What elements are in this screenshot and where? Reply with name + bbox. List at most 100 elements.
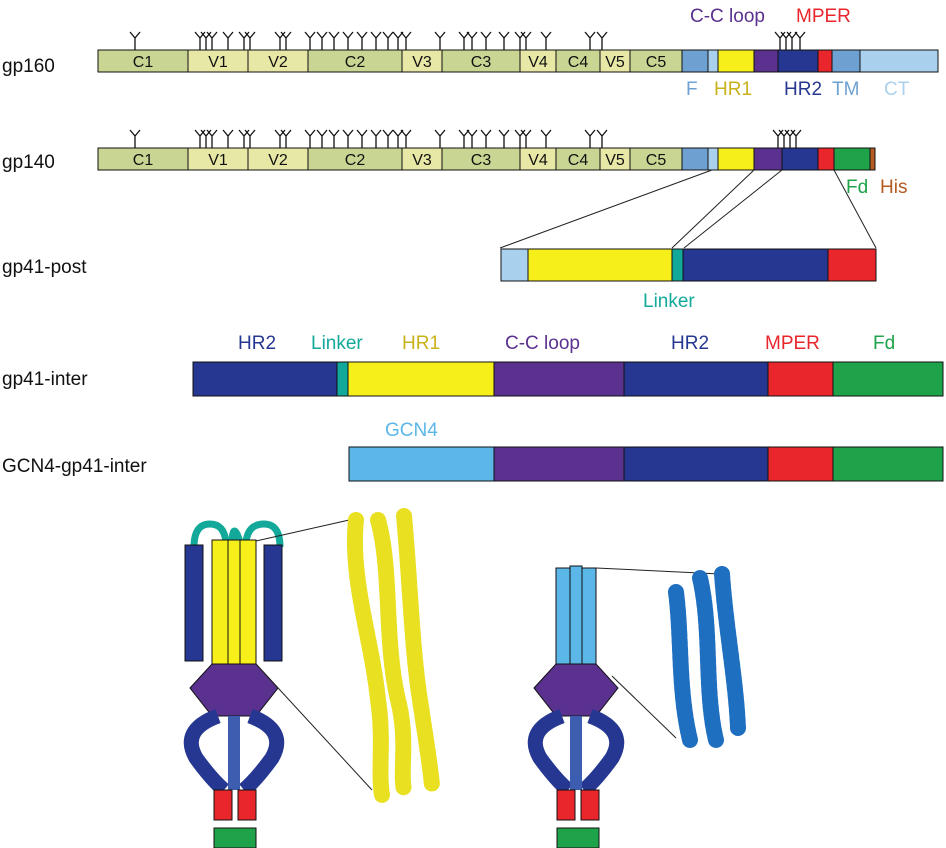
schematic-gcn4-gp41-inter bbox=[527, 565, 625, 848]
gp160-env-segments bbox=[97, 49, 683, 73]
inter-label-hr2-b: HR2 bbox=[671, 333, 709, 354]
glycan-marker bbox=[596, 129, 608, 148]
inter-seg-HR2-a bbox=[192, 361, 338, 397]
gp160-label-f: F bbox=[686, 79, 698, 100]
inter-seg-MPER bbox=[767, 361, 834, 397]
gp140-seg-CC bbox=[753, 147, 783, 171]
glycan-marker bbox=[328, 129, 340, 148]
post-seg-HR2 bbox=[682, 248, 829, 282]
glycan-marker bbox=[238, 129, 250, 148]
gp140-seg-HR2 bbox=[781, 147, 819, 171]
post-seg-linker bbox=[671, 248, 684, 282]
schematic1-hr2-right bbox=[263, 544, 283, 662]
glycan-marker bbox=[200, 31, 212, 50]
gp160-domain-label-6: V4 bbox=[528, 54, 548, 71]
gp160-domain-label-5: C3 bbox=[471, 54, 492, 71]
glycan-marker bbox=[342, 129, 354, 148]
inter-seg-Fd bbox=[832, 361, 944, 397]
gp140-label-his: His bbox=[880, 177, 907, 198]
schematic2-mper-right bbox=[580, 789, 600, 821]
schematic1-hr2-arm-left bbox=[183, 708, 229, 796]
gcn4-seg-Fd bbox=[832, 446, 944, 482]
post-label-linker: Linker bbox=[643, 291, 695, 312]
schematic2-gcn4-a bbox=[555, 567, 571, 665]
glycan-marker bbox=[400, 31, 412, 50]
schematic2-hr2-arm-left bbox=[527, 708, 573, 796]
gp140-seg-MPER bbox=[817, 147, 835, 171]
gp160-seg-F bbox=[681, 49, 709, 73]
glycan-marker bbox=[466, 31, 478, 50]
glycan-marker bbox=[356, 129, 368, 148]
gp160-seg-HR2 bbox=[777, 49, 819, 73]
gp160-seg-MPER bbox=[817, 49, 833, 73]
schematic1-linker-loop-mid bbox=[228, 527, 244, 544]
row-label-gp41-inter: gp41-inter bbox=[2, 369, 88, 390]
glycan-marker bbox=[382, 129, 394, 148]
gp140-label-fd: Fd bbox=[846, 177, 868, 198]
zoom-lines-helix-yellow bbox=[255, 517, 373, 791]
inter-seg-HR2-b bbox=[623, 361, 769, 397]
glycan-marker bbox=[200, 129, 212, 148]
glycan-marker bbox=[772, 129, 784, 148]
glycan-marker bbox=[480, 129, 492, 148]
gp140-domain-label-1: V1 bbox=[208, 152, 228, 169]
inter-label-fd: Fd bbox=[873, 333, 895, 354]
schematic2-gcn4-c bbox=[581, 567, 597, 665]
glycan-marker bbox=[400, 129, 412, 148]
schematic1-mper-left bbox=[213, 789, 233, 821]
gp160-seg-HR1 bbox=[717, 49, 755, 73]
glycan-marker bbox=[514, 31, 526, 50]
glycan-marker bbox=[244, 129, 256, 148]
schematic2-cc-hexagon bbox=[533, 663, 619, 717]
glycan-marker bbox=[274, 129, 286, 148]
glycan-marker bbox=[540, 129, 552, 148]
glycan-marker bbox=[780, 31, 792, 50]
glycan-marker bbox=[129, 129, 141, 148]
glycan-marker bbox=[778, 129, 790, 148]
schematic1-linker-loop-left bbox=[190, 520, 230, 548]
gcn4-gp41-inter-bar bbox=[348, 446, 944, 482]
gp140-seg-HR1 bbox=[717, 147, 755, 171]
glycan-marker bbox=[356, 31, 368, 50]
glycan-marker bbox=[774, 31, 786, 50]
glycan-marker bbox=[382, 31, 394, 50]
glycan-marker bbox=[244, 31, 256, 50]
gp140-domain-label-8: V5 bbox=[605, 152, 625, 169]
schematic1-hr2-arm-right bbox=[239, 708, 285, 796]
schematic1-hr2-core bbox=[228, 716, 240, 790]
glycan-marker bbox=[520, 31, 532, 50]
glycan-marker bbox=[392, 31, 404, 50]
inter-seg-HR1 bbox=[347, 361, 495, 397]
gcn4-seg-HR2 bbox=[623, 446, 769, 482]
glycan-marker bbox=[466, 129, 478, 148]
gp140-seg-Fd bbox=[833, 147, 871, 171]
post-seg-F bbox=[500, 248, 529, 282]
gp140-domain-label-7: C4 bbox=[568, 152, 589, 169]
glycan-marker bbox=[434, 31, 446, 50]
gp41-inter-labels: HR2 Linker HR1 C-C loop HR2 MPER Fd bbox=[238, 333, 895, 354]
glycan-marker bbox=[786, 31, 798, 50]
glycan-marker bbox=[222, 129, 234, 148]
gp160-domain-label-3: C2 bbox=[345, 54, 366, 71]
glycan-marker bbox=[498, 129, 510, 148]
schematic2-hr2-core bbox=[570, 716, 582, 790]
gp140-domain-label-6: V4 bbox=[528, 152, 548, 169]
gcn4-seg-MPER bbox=[767, 446, 834, 482]
glycan-marker bbox=[480, 31, 492, 50]
glycan-marker bbox=[280, 31, 292, 50]
glycan-marker bbox=[790, 129, 802, 148]
helix-blue-2 bbox=[692, 570, 724, 748]
helix-bundle-blue bbox=[668, 566, 746, 748]
post-seg-MPER bbox=[827, 248, 877, 282]
gp160-seg-CC bbox=[753, 49, 779, 73]
gp160-domain-label-7: C4 bbox=[568, 54, 589, 71]
row-label-gp160: gp160 bbox=[2, 56, 55, 77]
helix-yellow-3 bbox=[396, 508, 440, 793]
glycan-marker bbox=[129, 31, 141, 50]
gp140-glycans bbox=[129, 129, 802, 148]
row-label-gp140: gp140 bbox=[2, 152, 55, 173]
glycan-marker bbox=[316, 31, 328, 50]
